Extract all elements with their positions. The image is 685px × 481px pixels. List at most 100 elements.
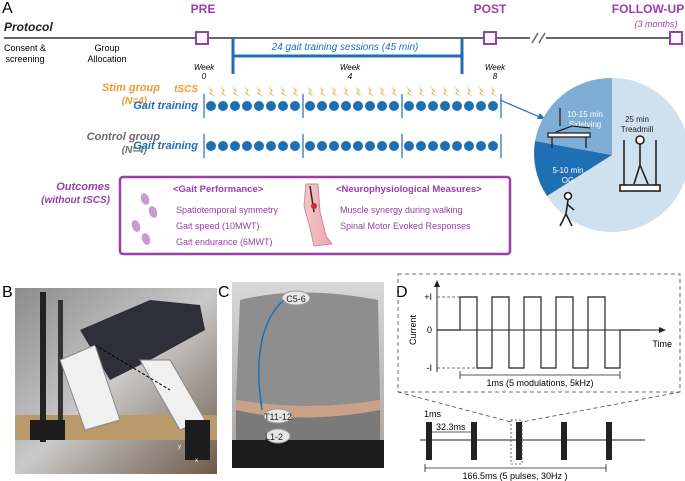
axis-icon-x: x (195, 458, 198, 464)
stimulation-bolt-icon (454, 86, 461, 97)
pre-marker (195, 31, 209, 45)
train-caption: 166.5ms (5 pulses, 30Hz ) (462, 471, 567, 481)
electrode-c56: C5-6 (286, 294, 306, 304)
stimulation-bolt-icon (292, 86, 299, 97)
session-dot (488, 101, 498, 111)
stimulation-bolt-icon (379, 86, 386, 97)
allocation-label-2: Allocation (87, 54, 126, 64)
stimulation-bolt-icon (244, 86, 251, 97)
week0-number: 0 (202, 72, 207, 81)
stim-group-n: (N=4) (122, 96, 148, 107)
allocation-label-1: Group (94, 43, 119, 53)
panel-label-d: D (396, 284, 408, 301)
stimulus-pulse (426, 422, 432, 460)
og-duration: 5-10 min (552, 166, 583, 175)
pre-label: PRE (191, 2, 216, 16)
stimulation-bolt-icon (208, 86, 215, 97)
sidelying-label: Sidelying (569, 120, 601, 129)
stimulation-bolt-icon (466, 86, 473, 97)
session-detail-arrow (499, 99, 543, 119)
session-detail-arrowhead (537, 113, 545, 119)
session-dot (464, 101, 474, 111)
session-dot (464, 141, 474, 151)
panel-label-c: C (218, 284, 230, 301)
outcomes-title: Outcomes (56, 181, 110, 193)
treadmill-figure-icon (619, 135, 661, 192)
gait-item-2: Gait speed (10MWT) (176, 221, 260, 231)
neuro-item-2: Spinal Motor Evoked Responses (340, 221, 471, 231)
control-group-label: Control group (87, 131, 161, 143)
stimulation-bolt-icon (220, 86, 227, 97)
session-dot (266, 101, 276, 111)
treadmill-label: Treadmill (621, 125, 654, 134)
week8-number: 8 (493, 72, 498, 81)
session-dot (404, 141, 414, 151)
session-dot (341, 141, 351, 151)
stimulation-bolt-icon (343, 86, 350, 97)
session-dot (428, 141, 438, 151)
zoom-line-left (397, 391, 512, 423)
electrode-l12: L1-2 (265, 432, 283, 442)
session-dot (329, 141, 339, 151)
outcomes-subtitle: (without tSCS) (41, 195, 111, 206)
session-dot (377, 141, 387, 151)
stimulation-bolt-icon (355, 86, 362, 97)
stimulation-bolt-icon (307, 86, 314, 97)
session-dot (230, 141, 240, 151)
modulation-caption: 1ms (5 modulations, 5kHz) (486, 378, 593, 388)
session-dot (254, 101, 264, 111)
session-dot (305, 101, 315, 111)
consent-label-2: screening (5, 54, 44, 64)
gait-photo-b (15, 288, 217, 474)
stimulation-bolt-icon (232, 86, 239, 97)
session-dot (317, 101, 327, 111)
og-label: OG (562, 176, 574, 185)
week0-label: Week (194, 63, 215, 72)
stimulation-bolt-icon (256, 86, 263, 97)
stimulation-bolt-icon (490, 86, 497, 97)
waveform-xlabel: Time (652, 339, 672, 349)
pie-slice-og (534, 141, 612, 196)
treadmill-duration: 25 min (625, 115, 649, 124)
session-dot (290, 101, 300, 111)
stimulus-pulse (606, 422, 612, 460)
stim-group-label: Stim group (102, 82, 160, 94)
stim-session-row (203, 86, 502, 118)
gait-item-3: Gait endurance (6MWT) (176, 237, 273, 247)
panel-label-a: A (2, 0, 13, 17)
followup-note: (3 months) (634, 19, 677, 29)
walking-figure-icon (559, 191, 575, 227)
modulated-waveform (437, 296, 640, 369)
week4-number: 4 (348, 72, 353, 81)
pulse-zoom-box (510, 419, 523, 465)
panel-label-b: B (2, 284, 13, 301)
session-dot (290, 141, 300, 151)
waveform-ylabel: Current (408, 314, 418, 345)
leg-muscle-icon (303, 183, 333, 247)
stimulation-bolt-icon (280, 86, 287, 97)
stimulation-bolt-icon (319, 86, 326, 97)
stimulation-bolt-icon (418, 86, 425, 97)
session-dot (416, 141, 426, 151)
session-dot (353, 141, 363, 151)
sidelying-duration: 10-15 min (567, 110, 603, 119)
session-dot (341, 101, 351, 111)
week4-label: Week (340, 63, 361, 72)
stimulation-bolt-icon (442, 86, 449, 97)
session-dot (428, 101, 438, 111)
session-dot (476, 141, 486, 151)
stimulation-bolt-icon (391, 86, 398, 97)
session-dot (440, 141, 450, 151)
stimulation-bolt-icon (430, 86, 437, 97)
session-dot (365, 101, 375, 111)
waveform-x-arrowhead (659, 327, 666, 333)
session-dot (305, 141, 315, 151)
post-label: POST (474, 2, 507, 16)
electrode-photo-c (232, 282, 384, 468)
neuro-item-1: Muscle synergy during walking (340, 205, 463, 215)
session-dot (353, 101, 363, 111)
session-dot (389, 101, 399, 111)
session-dot (317, 141, 327, 151)
session-dot (218, 141, 228, 151)
neuro-header: <Neurophysiological Measures> (336, 184, 482, 195)
